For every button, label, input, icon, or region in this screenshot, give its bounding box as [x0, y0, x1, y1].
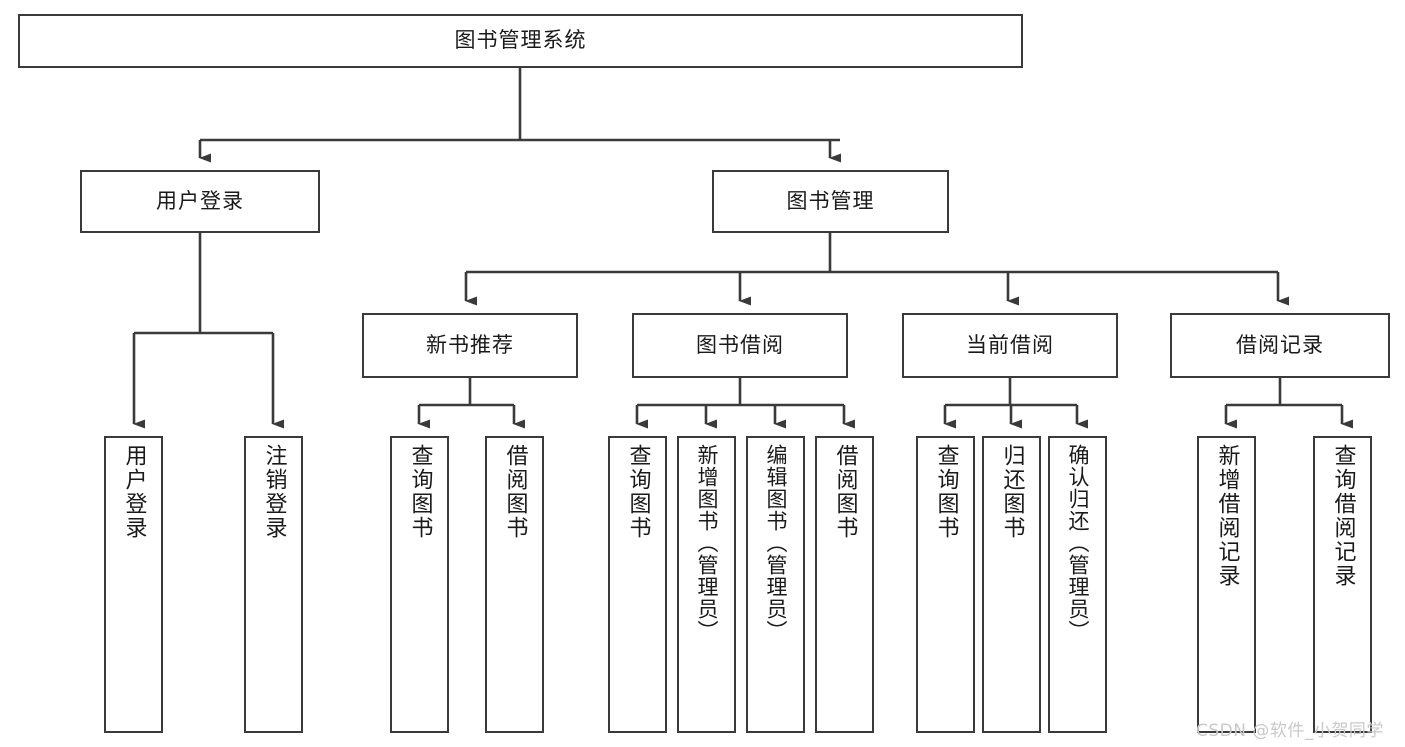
leaf-query-book-current[interactable]: 查询图书 [916, 436, 975, 733]
edge-group-borrow-record [1224, 378, 1353, 429]
node-label: 新书推荐 [426, 332, 514, 357]
node-borrow-record[interactable]: 借阅记录 [1170, 313, 1390, 378]
node-label: 图书管理系统 [454, 28, 587, 53]
node-label: 借阅图书 [502, 444, 528, 540]
edge-group-current-borrow [943, 378, 1088, 429]
node-label: 注销登录 [261, 444, 287, 540]
node-label: 编辑图书（管理员） [764, 444, 788, 642]
node-label: 当前借阅 [966, 332, 1054, 357]
node-new-book-recommend[interactable]: 新书推荐 [362, 313, 578, 378]
leaf-borrow-book-recommend[interactable]: 借阅图书 [485, 436, 544, 733]
node-label: 新增借阅记录 [1214, 444, 1240, 588]
leaf-query-book-recommend[interactable]: 查询图书 [390, 436, 449, 733]
node-label: 查询借阅记录 [1330, 444, 1356, 588]
leaf-user-logout[interactable]: 注销登录 [244, 436, 303, 733]
node-label: 用户登录 [121, 444, 147, 540]
node-current-borrow[interactable]: 当前借阅 [902, 313, 1118, 378]
node-label: 查询图书 [625, 444, 651, 540]
leaf-add-book-admin[interactable]: 新增图书（管理员） [677, 436, 736, 733]
leaf-query-borrow-record[interactable]: 查询借阅记录 [1313, 436, 1372, 733]
edge-group-root [198, 68, 841, 163]
leaf-add-borrow-record[interactable]: 新增借阅记录 [1197, 436, 1256, 733]
leaf-user-login[interactable]: 用户登录 [104, 436, 163, 733]
edge-group-user-login [132, 233, 284, 429]
node-label: 查询图书 [933, 444, 959, 540]
node-root-system[interactable]: 图书管理系统 [18, 14, 1023, 68]
node-label: 归还图书 [999, 444, 1025, 540]
node-book-borrow[interactable]: 图书借阅 [632, 313, 848, 378]
edge-group-book-manage [464, 233, 1289, 306]
node-label: 确认归还（管理员） [1066, 444, 1090, 642]
node-label: 查询图书 [407, 444, 433, 540]
node-book-manage[interactable]: 图书管理 [712, 170, 949, 233]
node-label: 借阅图书 [832, 444, 858, 540]
node-label: 图书管理 [786, 188, 875, 213]
leaf-edit-book-admin[interactable]: 编辑图书（管理员） [746, 436, 805, 733]
leaf-borrow-book[interactable]: 借阅图书 [815, 436, 874, 733]
leaf-confirm-return-admin[interactable]: 确认归还（管理员） [1048, 436, 1107, 733]
node-label: 图书借阅 [696, 332, 784, 357]
leaf-query-book[interactable]: 查询图书 [608, 436, 667, 733]
node-label: 新增图书（管理员） [695, 444, 719, 642]
node-user-login[interactable]: 用户登录 [80, 170, 320, 233]
edge-group-book-borrow [635, 378, 855, 429]
edge-group-new-book-rec [417, 378, 525, 429]
csdn-watermark: CSDN @软件_小贺同学 [1196, 721, 1384, 741]
leaf-return-book[interactable]: 归还图书 [982, 436, 1041, 733]
node-label: 借阅记录 [1236, 332, 1324, 357]
node-label: 用户登录 [156, 188, 244, 213]
